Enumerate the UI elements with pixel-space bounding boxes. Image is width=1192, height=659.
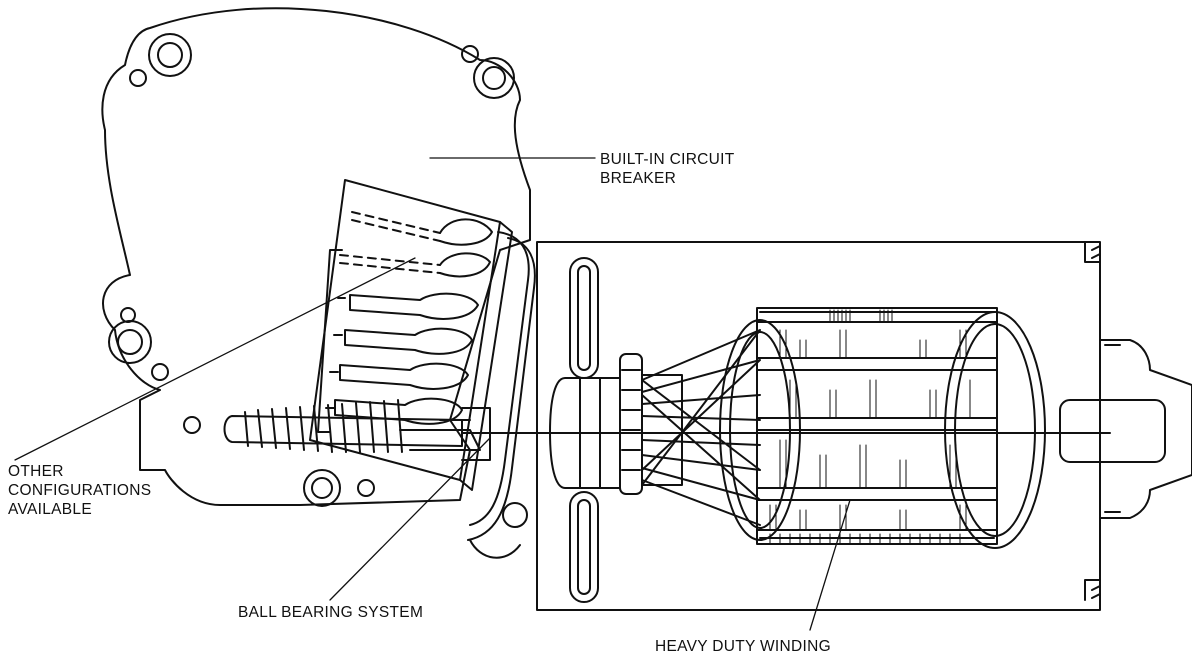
winding-hatching	[769, 309, 971, 545]
motor-can	[536, 241, 1192, 611]
leader-ball-bearing	[329, 437, 491, 601]
armature-winding	[641, 307, 1046, 549]
gear-housing	[101, 7, 531, 528]
worm-shaft	[223, 399, 1111, 461]
label-circuit-breaker: BUILT-IN CIRCUIT BREAKER	[600, 150, 735, 188]
label-circuit-breaker-line-1: BUILT-IN CIRCUIT	[600, 151, 735, 168]
leader-lines	[14, 157, 851, 631]
leader-other-configurations	[14, 257, 416, 461]
terminal-block	[309, 179, 536, 559]
label-circuit-breaker-line-2: BREAKER	[600, 170, 677, 187]
commutator	[549, 353, 683, 495]
leader-winding	[809, 499, 851, 631]
label-other-configurations: OTHER CONFIGURATIONS AVAILABLE	[8, 462, 151, 519]
label-other-line-3: AVAILABLE	[8, 501, 92, 518]
label-other-line-1: OTHER	[8, 463, 64, 480]
label-ball-bearing-system: BALL BEARING SYSTEM	[238, 604, 424, 621]
label-heavy-duty-winding: HEAVY DUTY WINDING	[655, 638, 831, 655]
label-other-line-2: CONFIGURATIONS	[8, 482, 152, 499]
